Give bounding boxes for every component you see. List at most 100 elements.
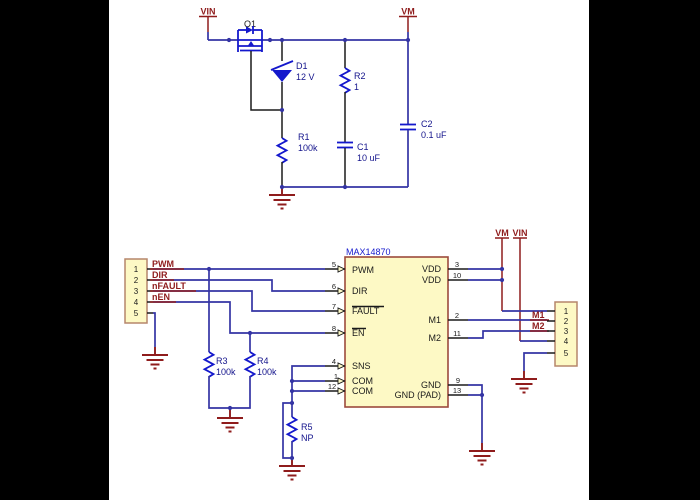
- r2-resistor-symbol: R2 1: [338, 40, 366, 142]
- right-power-flags: VM VIN: [495, 228, 528, 341]
- ic-pin8-number: 8: [332, 324, 336, 333]
- net-labels-left: PWM DIR nFAULT nEN: [150, 259, 196, 303]
- vin-flag-label: VIN: [200, 7, 215, 17]
- vm-power-flag-top: VM: [399, 7, 417, 32]
- ic-vdd3-pin-label: VDD: [422, 264, 442, 274]
- q1-arrow-icon: [248, 41, 254, 46]
- junction-dots: [206, 37, 505, 461]
- m1-net-label: M1: [532, 310, 545, 320]
- ic-pin7-number: 7: [332, 302, 336, 311]
- dir-net-label: DIR: [152, 270, 168, 280]
- r1-ref-label: R1: [298, 132, 310, 142]
- ground-symbol-input: [142, 347, 168, 370]
- input-pin-2: 2: [134, 276, 139, 285]
- motor-pin-5: 5: [564, 349, 569, 358]
- q1-body-diode-icon: [246, 26, 253, 34]
- vin-flag-right-label: VIN: [512, 228, 527, 238]
- ground-symbol-sense: [279, 458, 305, 481]
- r4-value-label: 100k: [257, 367, 277, 377]
- vm-flag-right-label: VM: [495, 228, 509, 238]
- motor-connector-body: [554, 301, 578, 367]
- ic-m2-pin-label: M2: [428, 333, 441, 343]
- ic-pin9-number: 9: [456, 376, 460, 385]
- ic-gndpad-pin-label: GND (PAD): [395, 390, 441, 400]
- d1-ref-label: D1: [296, 61, 308, 71]
- m2-wire: [468, 330, 547, 339]
- q1-ref-label: Q1: [244, 19, 256, 29]
- d1-triangle-icon: [272, 70, 292, 82]
- r4-ref-label: R4: [257, 356, 269, 366]
- c1-value-label: 10 uF: [357, 153, 381, 163]
- schematic-canvas: [109, 0, 589, 500]
- ic-dir-pin-label: DIR: [352, 286, 368, 296]
- c1-ref-label: C1: [357, 142, 369, 152]
- r5-value-label: NP: [301, 433, 314, 443]
- c1-capacitor-symbol: C1 10 uF: [337, 141, 381, 187]
- q1-mosfet-symbol: Q1: [237, 19, 263, 52]
- input-pin-5: 5: [134, 309, 139, 318]
- ground-symbol-output: [511, 371, 537, 394]
- ground-symbol-top: [269, 187, 295, 210]
- vin-power-flag-top: VIN: [199, 7, 217, 32]
- ic-pin2-number: 2: [455, 311, 459, 320]
- c2-capacitor-symbol: C2 0.1 uF: [400, 40, 447, 187]
- r3-ref-label: R3: [216, 356, 228, 366]
- nen-net-label: nEN: [152, 292, 170, 302]
- ic-vdd10-pin-label: VDD: [422, 275, 442, 285]
- r5-ref-label: R5: [301, 422, 313, 432]
- ic-body: [344, 256, 449, 408]
- r1-value-label: 100k: [298, 143, 318, 153]
- ground-symbol-pulldowns: [217, 410, 243, 433]
- motor-pin-2: 2: [564, 317, 569, 326]
- c2-ref-label: C2: [421, 119, 433, 129]
- r2-ref-label: R2: [354, 71, 366, 81]
- ic-pin4-number: 4: [332, 357, 336, 366]
- nfault-wire: [153, 290, 325, 312]
- r3-resistor-symbol: R3 100k: [202, 269, 236, 409]
- gate-wire: [250, 51, 282, 111]
- vm-flag-label: VM: [401, 7, 415, 17]
- motor-pin-3: 3: [564, 327, 569, 336]
- ic-pin13-number: 13: [453, 386, 461, 395]
- ic-pin11-number: 11: [453, 329, 461, 338]
- ic-en-pin-label: EN: [352, 328, 365, 338]
- r2-value-label: 1: [354, 82, 359, 92]
- ground-symbol-ic: [469, 443, 495, 466]
- input-pin-1: 1: [134, 265, 139, 274]
- motor-power-wires: [468, 268, 547, 443]
- ic-pwm-pin-label: PWM: [352, 265, 374, 275]
- c2-value-label: 0.1 uF: [421, 130, 447, 140]
- ic-name-label: MAX14870: [346, 247, 391, 257]
- r5-resistor-symbol: R5 NP: [285, 403, 314, 458]
- input-pin-4: 4: [134, 298, 139, 307]
- nfault-net-label: nFAULT: [152, 281, 186, 291]
- input-gnd-wire: [153, 312, 156, 347]
- nen-wire: [153, 301, 325, 334]
- ic-fault-pin-label: FAULT: [352, 306, 380, 316]
- ic-com1-pin-label: COM: [352, 376, 373, 386]
- input-connector: 1 2 3 4 5: [124, 258, 153, 324]
- input-pin-3: 3: [134, 287, 139, 296]
- sense-bypass-wire: [282, 402, 292, 459]
- header-gnd-wire: [523, 352, 547, 371]
- ic-pin6-number: 6: [332, 282, 336, 291]
- ic-pin3-number: 3: [455, 260, 459, 269]
- ic-m1-pin-label: M1: [428, 315, 441, 325]
- d1-value-label: 12 V: [296, 72, 315, 82]
- motor-connector: 1 2 3 4 5: [547, 301, 578, 367]
- motor-pin-4: 4: [564, 337, 569, 346]
- ic-max14870: MAX14870 5 6 7 8 4 1 12 3 10 2 11 9 13 P…: [325, 247, 468, 408]
- dir-wire: [153, 279, 325, 292]
- ic-sns-pin-label: SNS: [352, 361, 371, 371]
- ic-gnd-pin-label: GND: [421, 380, 442, 390]
- r3-value-label: 100k: [216, 367, 236, 377]
- m2-net-label: M2: [532, 321, 545, 331]
- pwm-net-label: PWM: [152, 259, 174, 269]
- ic-pin12-number: 12: [328, 382, 336, 391]
- ic-com12-pin-label: COM: [352, 386, 373, 396]
- r1-resistor-symbol: R1 100k: [275, 132, 318, 187]
- ic-pin1-number: 1: [334, 372, 338, 381]
- net-labels-right: M1 M2: [530, 310, 549, 332]
